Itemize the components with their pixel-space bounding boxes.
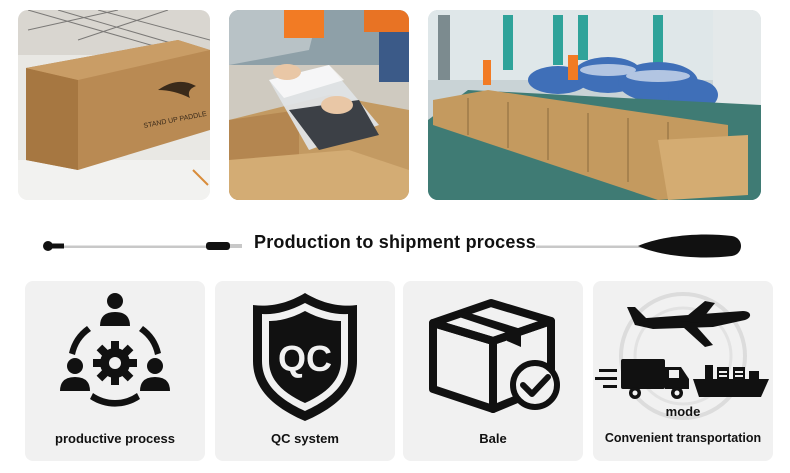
section-title: Production to shipment process: [253, 232, 537, 252]
card-label: Bale: [479, 431, 507, 446]
team-gear-icon: [60, 293, 170, 407]
card-label: productive process: [55, 431, 175, 446]
qc-icon-text: QC: [278, 338, 332, 379]
card-label: QC system: [271, 431, 339, 446]
card-label-top: mode: [665, 404, 701, 419]
transport-icon: [595, 292, 769, 420]
card-bale: Bale: [403, 281, 583, 461]
paddle-divider: [43, 234, 741, 258]
card-productive-process: productive process: [25, 281, 205, 461]
qc-shield-icon: QC: [253, 293, 357, 421]
box-check-icon: [429, 299, 560, 413]
card-transportation: mode Convenient transportation: [593, 281, 773, 461]
photo-warehouse: [428, 10, 761, 200]
card-qc-system: QC QC system: [215, 281, 395, 461]
photo-packing: [229, 10, 409, 200]
card-label: Convenient transportation: [604, 431, 762, 445]
photo-packed-box: STAND UP PADDLE: [18, 10, 210, 200]
